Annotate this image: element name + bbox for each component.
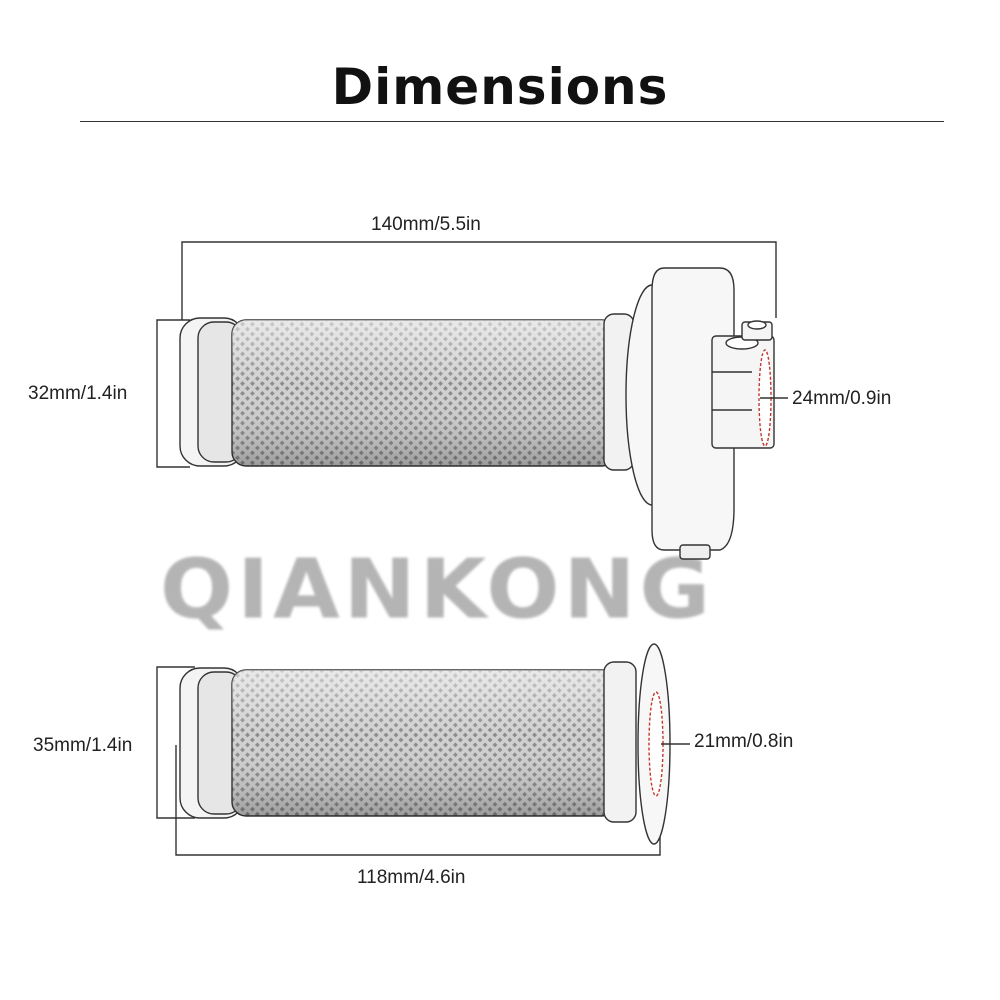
page-title: Dimensions (331, 58, 669, 116)
plain-diameter-label: 35mm/1.4in (33, 735, 133, 756)
plain-length-label: 118mm/4.6in (357, 867, 466, 888)
plain-grip-drawing (156, 643, 690, 856)
throttle-grip-drawing (156, 241, 788, 560)
plain-bore-label: 21mm/0.8in (694, 731, 794, 752)
throttle-diameter-label: 32mm/1.4in (28, 383, 128, 404)
throttle-length-label: 140mm/5.5in (371, 214, 481, 235)
throttle-diameter-dimension-line (156, 319, 190, 468)
title-divider (80, 121, 944, 122)
plain-grip-collar (603, 661, 637, 823)
brand-watermark: QIANKONG (160, 542, 715, 638)
throttle-length-dimension-line (181, 241, 777, 320)
throttle-bore-label: 24mm/0.9in (792, 388, 892, 409)
plain-bore-outline (648, 691, 664, 797)
